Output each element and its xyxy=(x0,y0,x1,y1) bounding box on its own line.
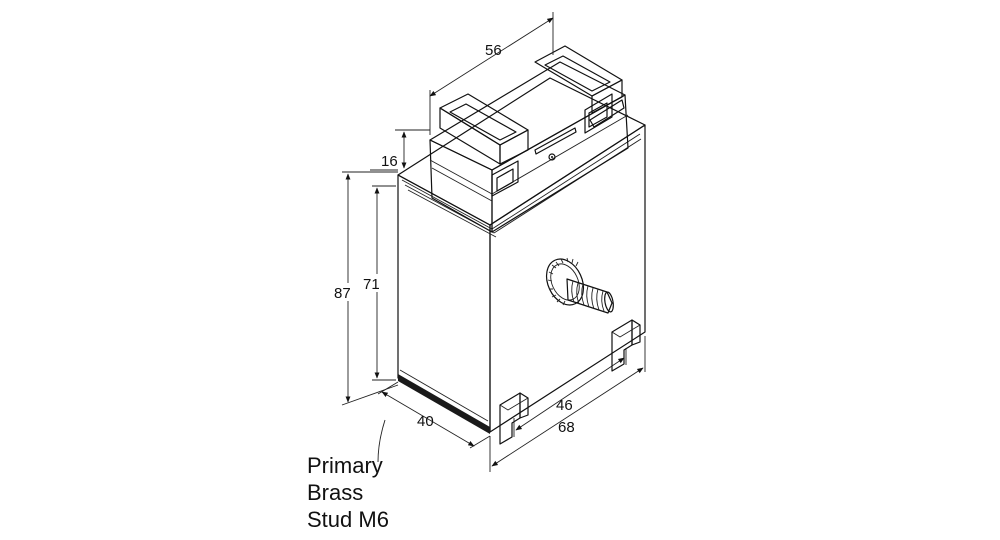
dimension-label-71: 71 xyxy=(363,276,380,293)
body-left-face xyxy=(397,174,491,433)
primary-stud-callout: Primary Brass Stud M6 xyxy=(307,452,389,533)
callout-line-2: Brass xyxy=(307,480,364,505)
dimension-label-56: 56 xyxy=(485,42,502,59)
dimension-top-depth: 16 xyxy=(370,129,430,171)
transformer-body xyxy=(397,77,646,434)
callout-leader-line xyxy=(377,419,386,463)
dimension-label-40: 40 xyxy=(417,413,434,430)
dimension-label-68: 68 xyxy=(558,419,575,436)
dimension-top-width: 56 xyxy=(429,12,554,135)
callout-line-3: Stud M6 xyxy=(307,507,389,532)
secondary-terminal-block xyxy=(429,45,629,233)
body-top-face xyxy=(397,77,646,226)
dimension-label-16: 16 xyxy=(381,153,398,170)
terminal-cage-rear xyxy=(534,45,625,134)
screw-hole xyxy=(548,153,556,161)
dimension-body-height: 71 xyxy=(362,185,396,381)
dimension-label-87: 87 xyxy=(334,285,351,302)
dimension-base-depth: 40 xyxy=(377,381,491,449)
stud-knurl xyxy=(547,257,579,306)
label-slot xyxy=(534,127,577,155)
terminal-cage-front xyxy=(439,93,529,197)
primary-brass-stud xyxy=(545,257,614,314)
dimension-label-46: 46 xyxy=(556,397,573,414)
callout-line-1: Primary xyxy=(307,453,383,478)
stud-thread xyxy=(571,280,605,312)
body-base-shadow xyxy=(398,374,490,434)
dimension-overall-height: 87 xyxy=(334,171,399,406)
dimension-base-width: 68 xyxy=(489,336,646,472)
